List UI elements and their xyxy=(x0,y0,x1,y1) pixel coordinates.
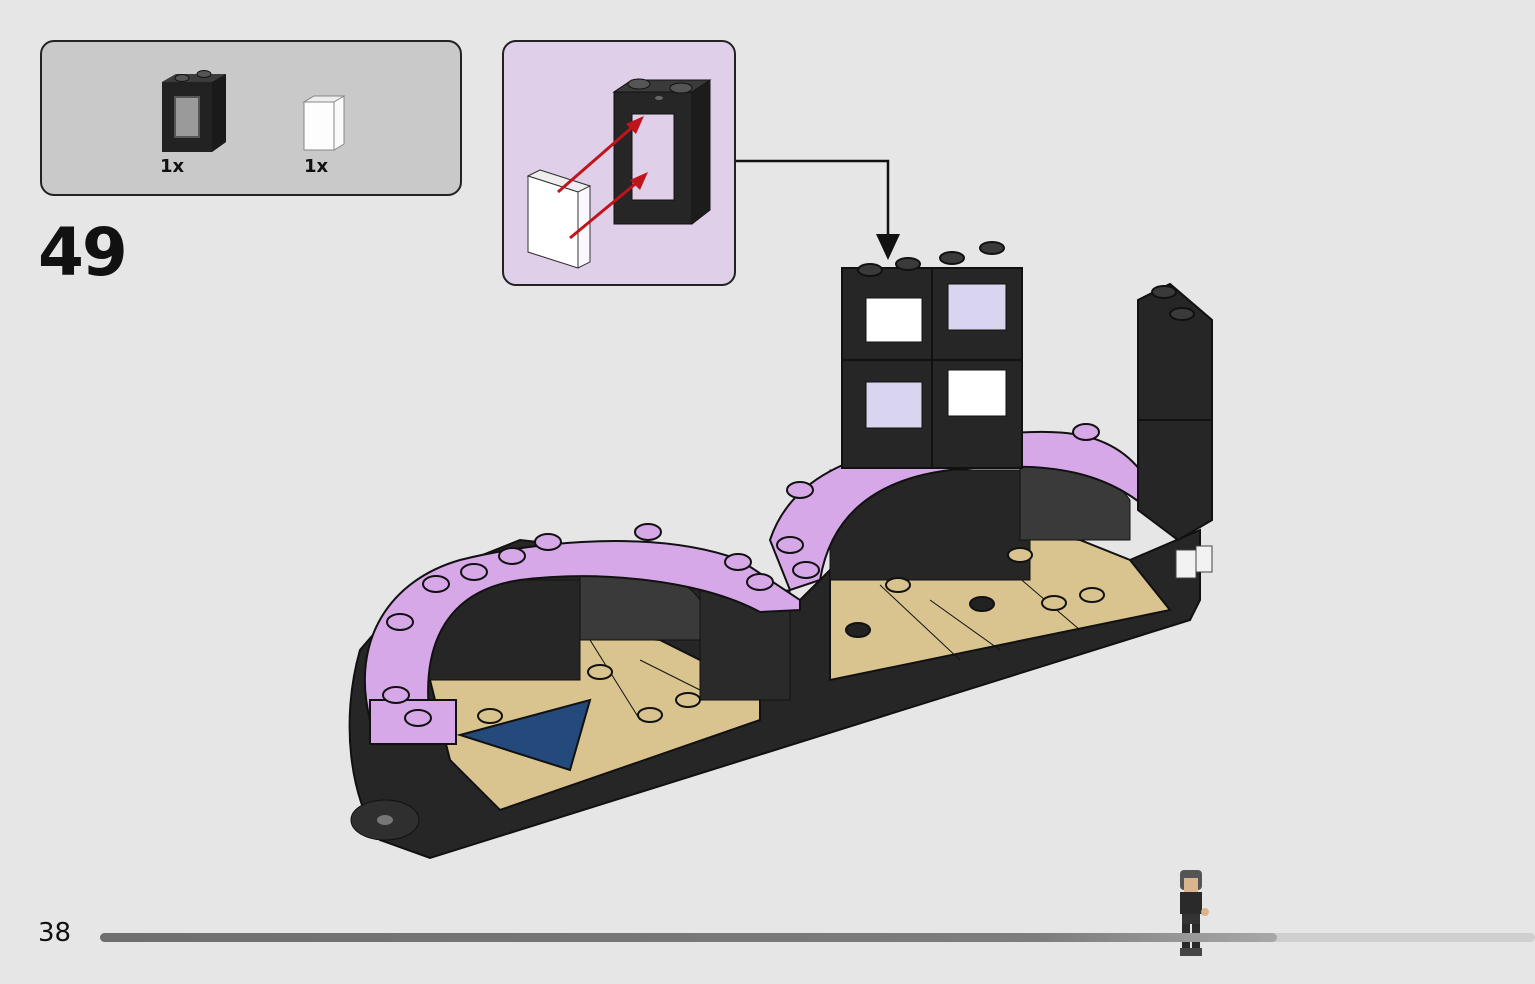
callout-connector-line xyxy=(736,159,890,238)
part-count-window-pane: 1x xyxy=(304,156,329,177)
navy-tile xyxy=(456,698,592,772)
parts-illustration xyxy=(162,70,346,152)
subassembly-illustration xyxy=(526,78,712,269)
minifigure-icon xyxy=(1180,870,1209,956)
right-pillar xyxy=(1137,282,1213,579)
window-tower xyxy=(841,241,1023,469)
window-frame-part-icon xyxy=(162,70,226,152)
pane-subassembly-icon xyxy=(526,169,592,269)
lavender-studs xyxy=(382,423,1100,727)
dark-walls xyxy=(419,456,1131,701)
step-number: 49 xyxy=(38,214,128,291)
tan-studs xyxy=(477,547,1105,724)
part-count-window-frame: 1x xyxy=(160,156,185,177)
callout-arrowhead-icon xyxy=(876,234,900,260)
page-number: 38 xyxy=(38,918,72,948)
lavender-arch-right xyxy=(768,430,1201,592)
frame-subassembly-icon xyxy=(612,78,712,225)
tan-floor-left xyxy=(428,635,761,812)
lavender-arch-left xyxy=(363,540,801,745)
window-pane-part-icon xyxy=(302,95,346,151)
model-base xyxy=(348,528,1201,860)
progress-bar-fill xyxy=(100,933,1277,942)
progress-bar xyxy=(100,933,1535,942)
tan-floor-right xyxy=(829,535,1172,682)
parts-list-box: 1x 1x xyxy=(40,40,462,196)
insert-arrows-icon xyxy=(557,116,648,240)
subassembly-callout xyxy=(502,40,736,286)
black-studs xyxy=(845,596,995,638)
